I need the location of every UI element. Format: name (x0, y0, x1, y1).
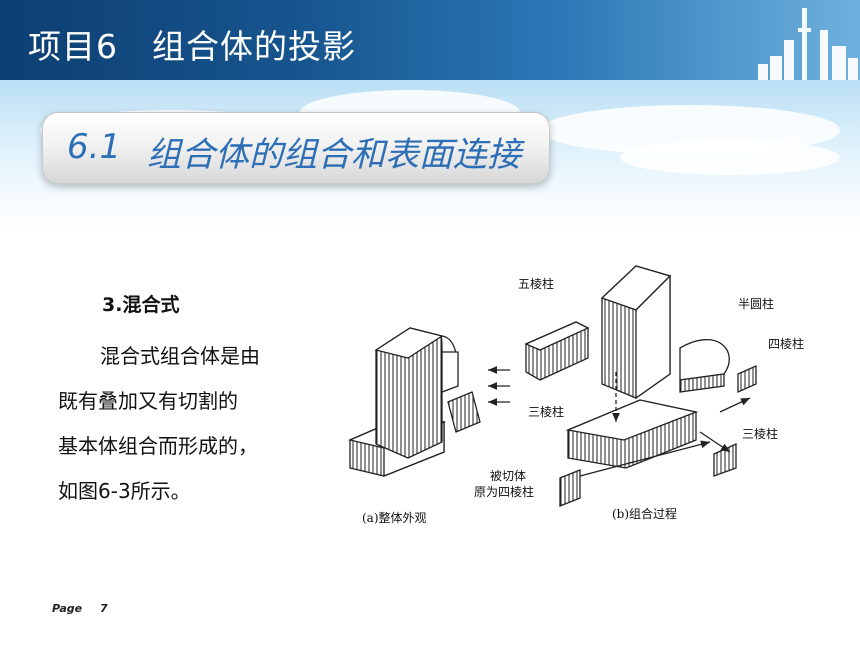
label-half-cylinder: 半圆柱 (738, 296, 774, 311)
body-line: 如图6-3所示。 (58, 479, 191, 503)
page-number: 7 (100, 602, 108, 615)
body-line: 既有叠加又有切割的 (58, 389, 238, 413)
slide-title: 项目6 组合体的投影 (28, 27, 356, 66)
assembly-drawing (488, 265, 757, 507)
label-cut-body: 被切体 (490, 469, 526, 483)
city-skyline-decoration (758, 8, 858, 80)
body-paragraph: 混合式组合体是由 既有叠加又有切割的 基本体组合而形成的， 如图6-3所示。 (58, 334, 308, 514)
subheading: 3.混合式 (102, 294, 180, 316)
page-label: Page (52, 602, 83, 615)
composite-body-figure: 五棱柱 半圆柱 四棱柱 三棱柱 三棱柱 被切体 原为四棱柱 (a)整体外观 (b… (347, 265, 804, 525)
section-number: 6.1 (67, 127, 122, 167)
title-banner: 项目6 组合体的投影 (0, 0, 860, 80)
whole-appearance-drawing (347, 327, 481, 477)
section-heading-bar: 6.1 组合体的组合和表面连接 (42, 112, 550, 184)
label-quad-prism: 四棱柱 (768, 336, 804, 351)
label-cut-body-origin: 原为四棱柱 (474, 484, 534, 499)
body-line: 混合式组合体是由 (100, 344, 260, 368)
body-line: 基本体组合而形成的， (58, 434, 258, 458)
caption-b: (b)组合过程 (612, 506, 677, 521)
label-tri-prism-2: 三棱柱 (742, 426, 778, 441)
label-tri-prism-1: 三棱柱 (528, 404, 564, 419)
section-title: 组合体的组合和表面连接 (147, 135, 521, 175)
caption-a: (a)整体外观 (362, 510, 427, 525)
label-pentagonal-prism: 五棱柱 (518, 276, 554, 291)
